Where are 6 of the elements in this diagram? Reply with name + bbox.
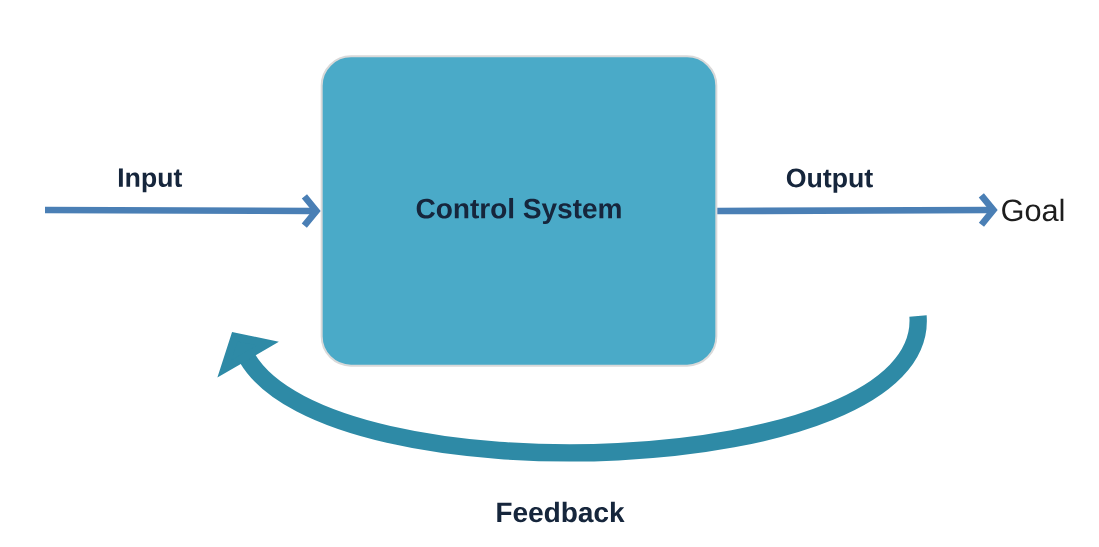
process-box: Control System	[320, 55, 718, 367]
arrow	[717, 193, 998, 227]
goal-text: Goal	[1002, 198, 1064, 222]
edge-label: Input	[118, 168, 183, 193]
feedback-label: Feedback	[497, 501, 625, 523]
edge-label: Output	[786, 168, 873, 193]
